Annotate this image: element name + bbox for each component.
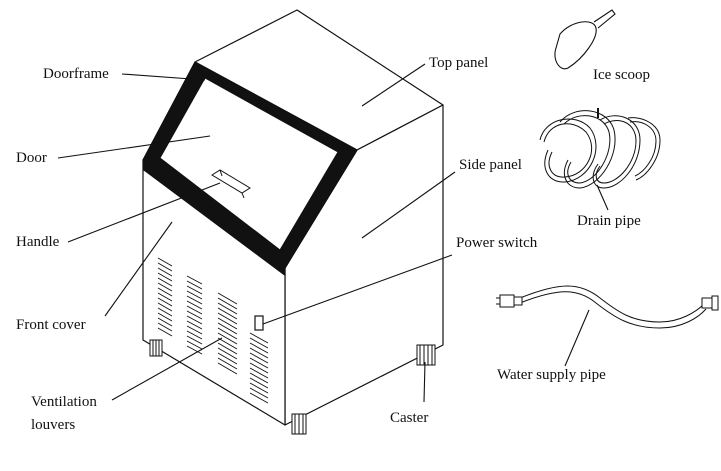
label-top-panel: Top panel xyxy=(429,55,489,71)
leader-drain-pipe xyxy=(596,184,609,211)
ice-scoop xyxy=(554,9,616,70)
louver-group-1 xyxy=(157,257,173,337)
leader-power-switch xyxy=(262,254,453,325)
water-pipe-fitting-left xyxy=(496,294,523,308)
caster-back-right xyxy=(416,344,436,366)
label-handle: Handle xyxy=(16,234,60,250)
label-ventilation-line2: louvers xyxy=(31,417,76,433)
casters xyxy=(149,339,436,435)
water-supply-pipe xyxy=(496,285,719,329)
door-panel xyxy=(159,77,339,251)
ventilation-louvers xyxy=(157,257,269,404)
label-power-switch: Power switch xyxy=(456,235,538,251)
drain-pipe xyxy=(539,108,661,189)
louver-group-2 xyxy=(186,275,203,355)
louver-group-3 xyxy=(217,292,238,375)
doorframe-bottom-strip xyxy=(143,160,285,276)
leader-doorframe xyxy=(121,73,206,81)
power-switch xyxy=(254,315,264,331)
louver-group-4 xyxy=(249,332,269,404)
caster-front-right xyxy=(291,413,307,435)
leader-top-panel xyxy=(361,63,426,107)
label-caster: Caster xyxy=(390,410,429,426)
leader-side-panel xyxy=(361,171,456,239)
label-ventilation-line1: Ventilation xyxy=(31,394,97,410)
label-water-supply-pipe: Water supply pipe xyxy=(497,367,606,383)
leader-front-cover xyxy=(104,221,173,317)
water-pipe-fitting-right xyxy=(701,295,719,311)
leader-caster xyxy=(423,361,426,403)
leader-handle xyxy=(67,182,221,243)
caster-front-left xyxy=(149,339,163,357)
doorframe xyxy=(142,61,358,276)
door-handle xyxy=(211,169,251,199)
leader-ventilation xyxy=(111,337,223,401)
leader-door xyxy=(57,135,211,159)
label-front-cover: Front cover xyxy=(16,317,86,333)
label-side-panel: Side panel xyxy=(459,157,522,173)
label-doorframe: Doorframe xyxy=(43,66,109,82)
label-ice-scoop: Ice scoop xyxy=(593,67,651,83)
leader-water-supply xyxy=(564,309,590,367)
label-door: Door xyxy=(16,150,47,166)
leader-lines xyxy=(57,63,609,403)
label-drain-pipe: Drain pipe xyxy=(577,213,641,229)
